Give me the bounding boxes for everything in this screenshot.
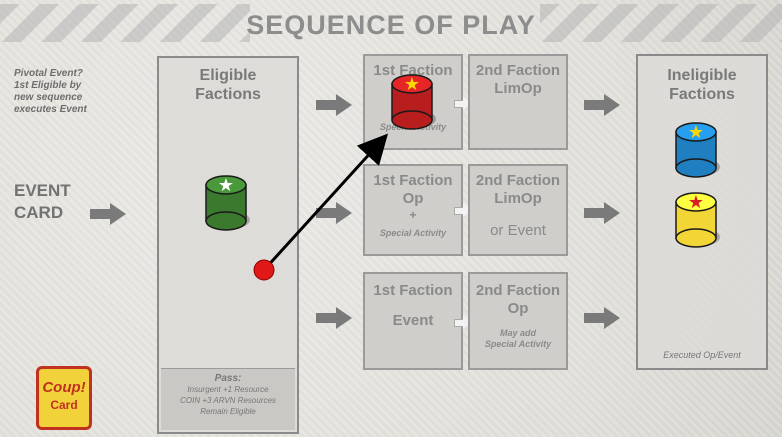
row2-mini-arrow-icon (454, 203, 472, 217)
move-origin-marker[interactable] (253, 259, 275, 281)
row2-first-sub: Op (402, 190, 424, 207)
coup-card[interactable]: Coup! Card (36, 366, 92, 430)
pass-title: Pass: (214, 373, 242, 384)
blue-faction-cylinder[interactable]: ★ (673, 120, 723, 182)
pass-line-1: Insurgent +1 Resource (187, 385, 269, 394)
star-icon: ★ (688, 192, 704, 212)
row2-out-arrow-icon (584, 202, 622, 224)
event-card-arrow-icon (90, 203, 128, 225)
row2-second-extra: or Event (490, 222, 546, 239)
move-arrow-icon (262, 133, 389, 272)
event-card-line-2: CARD (14, 203, 64, 222)
star-icon: ★ (218, 175, 234, 195)
pass-line-2: COIN +3 ARVN Resources (180, 396, 276, 405)
hazard-stripe-right (540, 4, 782, 42)
row2-second-faction-box[interactable]: 2nd Faction LimOp or Event (468, 164, 568, 256)
row1-mini-arrow-icon (454, 96, 472, 110)
coup-line-1: Coup! (42, 379, 86, 396)
row3-second-main: 2nd Faction (475, 282, 561, 299)
row3-second-faction-box[interactable]: 2nd Faction Op May add Special Activity (468, 272, 568, 370)
row2-first-main: 1st Faction (373, 172, 453, 189)
row2-first-note: Special Activity (379, 228, 447, 238)
row1-second-main: 2nd Faction (475, 62, 561, 79)
pivotal-event-note: Pivotal Event? 1st Eligible by new seque… (14, 68, 124, 116)
event-card-label: EVENT CARD (14, 180, 94, 224)
pass-line-3: Remain Eligible (200, 407, 256, 416)
pivotal-line-4: executes Event (14, 104, 87, 115)
pass-box: Pass: Insurgent +1 Resource COIN +3 ARVN… (161, 368, 295, 430)
row3-first-main: 1st Faction (373, 282, 453, 299)
eligible-factions-panel[interactable]: Eligible Factions Pass: Insurgent +1 Res… (157, 56, 299, 434)
yellow-faction-cylinder[interactable]: ★ (673, 190, 723, 252)
row2-second-main: 2nd Faction (475, 172, 561, 189)
ineligible-title-line-1: Ineligible (667, 67, 737, 84)
row2-second-sub: LimOp (494, 190, 542, 207)
row3-mini-arrow-icon (454, 315, 472, 329)
row1-second-faction-box[interactable]: 2nd Faction LimOp (468, 54, 568, 150)
row3-out-arrow-icon (584, 307, 622, 329)
pivotal-line-3: new sequence (14, 92, 83, 103)
board-title: SEQUENCE OF PLAY (246, 10, 536, 40)
row1-second-sub: LimOp (494, 80, 542, 97)
row1-arrow-icon (316, 94, 354, 116)
row3-second-note-1: May add (499, 328, 536, 338)
eligible-title-line-1: Eligible (199, 67, 257, 84)
pivotal-line-1: Pivotal Event? (14, 68, 83, 79)
row3-second-sub: Op (507, 300, 529, 317)
star-icon: ★ (404, 74, 420, 94)
row2-first-faction-box[interactable]: 1st Faction Op + Special Activity (363, 164, 463, 256)
row2-arrow-icon (316, 202, 354, 224)
row3-first-faction-box[interactable]: 1st Faction Event (363, 272, 463, 370)
row1-first-main: 1st Faction (373, 62, 453, 79)
red-faction-cylinder[interactable]: ★ (389, 72, 439, 134)
hazard-stripe-left (0, 4, 250, 42)
executed-op-event-label: Executed Op/Event (663, 350, 741, 360)
pivotal-line-2: 1st Eligible by (14, 80, 82, 91)
row3-first-sub: Event (392, 312, 434, 329)
row3-arrow-icon (316, 307, 354, 329)
green-faction-cylinder[interactable]: ★ (203, 173, 253, 235)
eligible-title-line-2: Factions (195, 86, 261, 103)
row1-out-arrow-icon (584, 94, 622, 116)
ineligible-title-line-2: Factions (669, 86, 735, 103)
row3-second-note-2: Special Activity (484, 339, 552, 349)
star-icon: ★ (688, 122, 704, 142)
event-card-line-1: EVENT (14, 181, 71, 200)
coup-line-2: Card (50, 398, 78, 412)
row2-first-plus: + (409, 208, 417, 222)
